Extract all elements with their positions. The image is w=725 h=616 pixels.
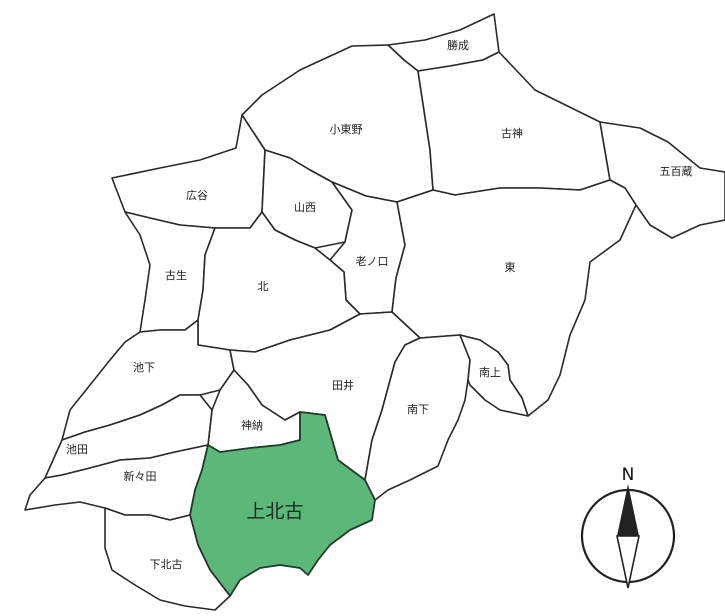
compass-south-needle <box>616 535 640 589</box>
north-arrow-compass-icon: N <box>580 465 676 589</box>
label-kita: 北 <box>258 280 269 293</box>
label-kamikitako: 上北古 <box>246 501 303 523</box>
region-minamiue[interactable] <box>459 334 529 417</box>
label-ikeshita: 池下 <box>133 361 155 374</box>
label-tai: 田井 <box>332 378 354 392</box>
label-oinokuchi: 老ノ口 <box>356 255 389 268</box>
label-shinjinden: 新々田 <box>124 469 157 483</box>
label-yamanishi: 山西 <box>294 201 316 214</box>
label-kanno: 神納 <box>241 418 263 432</box>
compass-north-needle <box>617 484 639 536</box>
label-shimokitako: 下北古 <box>150 558 183 571</box>
label-kumanari: 勝成 <box>447 38 469 52</box>
compass-north-label: N <box>622 465 635 485</box>
label-minamiue: 南上 <box>479 366 501 379</box>
region-furujin[interactable] <box>417 51 611 196</box>
label-gohyakuzo: 五百蔵 <box>660 165 693 178</box>
label-minamishita: 南下 <box>407 403 429 416</box>
label-hiroya: 広谷 <box>186 189 208 202</box>
label-furuike: 古生 <box>165 268 187 282</box>
region-hiroya[interactable] <box>111 114 266 229</box>
label-kohigashino: 小東野 <box>330 123 363 136</box>
label-higashi: 東 <box>505 261 516 274</box>
label-ikeda: 池田 <box>66 443 88 456</box>
label-furujin: 古神 <box>501 126 523 140</box>
region-shimokitako[interactable] <box>104 507 231 611</box>
